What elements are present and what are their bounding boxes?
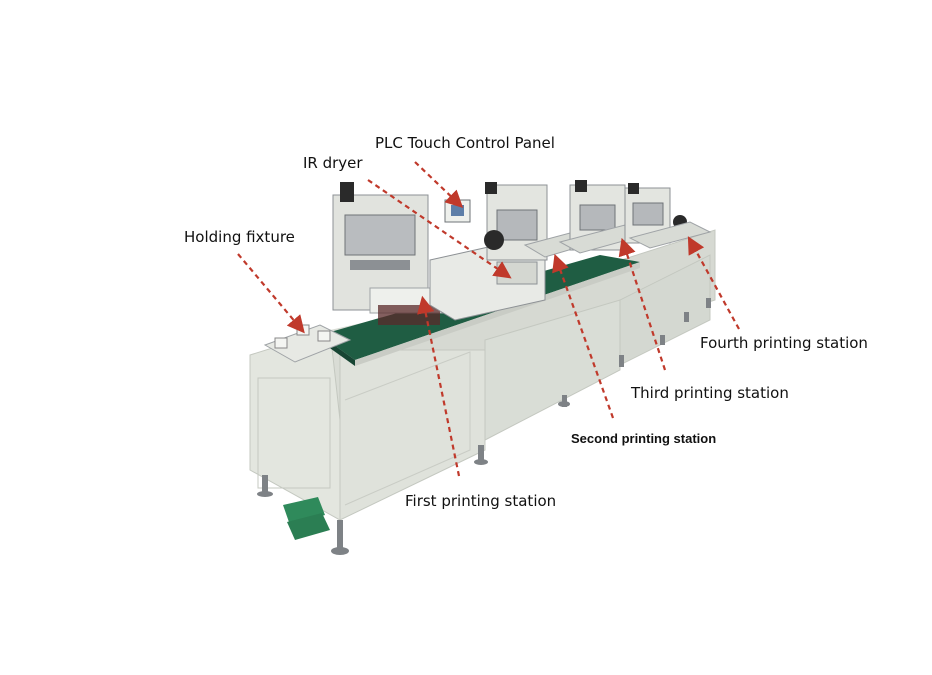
label-first-printing-station: First printing station (405, 492, 557, 510)
label-ir-dryer: IR dryer (303, 154, 363, 172)
label-second-printing-station: Second printing station (571, 431, 717, 446)
arrow-plc-panel (414, 161, 464, 209)
printing-head-third (558, 180, 647, 254)
arrow-first-station (417, 295, 461, 477)
label-plc-touch-control-panel: PLC Touch Control Panel (375, 134, 555, 152)
arrow-third-station (618, 237, 667, 371)
machine-cabinet (249, 229, 716, 521)
label-holding-fixture: Holding fixture (184, 228, 295, 246)
arrow-holding-fixture (237, 253, 305, 334)
arrow-second-station (552, 253, 615, 419)
foot-pedal (283, 497, 330, 540)
annotation-arrows (237, 161, 740, 477)
label-fourth-printing-station: Fourth printing station (700, 334, 868, 352)
arrow-ir-dryer (367, 179, 512, 279)
label-third-printing-station: Third printing station (631, 384, 789, 402)
printing-head-fourth (624, 183, 712, 249)
machine-legs (257, 298, 711, 555)
arrow-fourth-station (687, 236, 740, 330)
printing-head-second (484, 182, 622, 261)
